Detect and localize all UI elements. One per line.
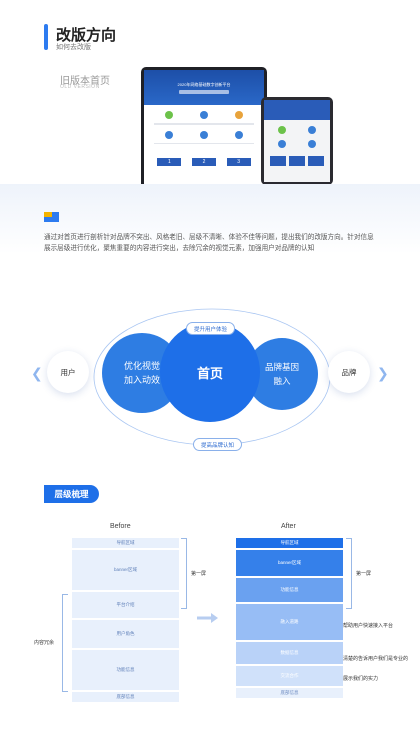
- circle-text: 加入动效: [123, 375, 160, 385]
- title-accent-bar: [44, 24, 48, 50]
- feature-icon: [234, 111, 243, 119]
- old-feature-row: [144, 105, 264, 119]
- number-box: 3: [226, 158, 251, 166]
- arrow-right-icon: [197, 613, 218, 623]
- number-box: [308, 156, 324, 166]
- old-number-boxes: 1 2 3: [144, 144, 264, 166]
- section-tag: 层级梳理: [44, 485, 99, 503]
- old-banner: 2020年网络基础数字创新平台: [144, 70, 264, 105]
- chevron-left-icon[interactable]: ❮: [31, 365, 43, 381]
- before-brace-label: 第一屏: [191, 571, 207, 577]
- laptop-screen: 2020年网络基础数字创新平台 1 2 3: [144, 70, 264, 185]
- tablet-blocks: [264, 154, 330, 168]
- feature-icon: [199, 130, 208, 139]
- number-box: 2: [191, 158, 216, 166]
- pill-improve-ux: 提升用户体验: [186, 322, 236, 335]
- before-block: 功能信息: [72, 650, 179, 690]
- before-block: 用户角色: [72, 620, 179, 648]
- feature-icon: [165, 111, 174, 119]
- circle-text: 品牌基因: [264, 362, 299, 372]
- after-block: 数据信息: [236, 642, 343, 664]
- tablet-banner: [264, 100, 330, 120]
- feature-icon: [199, 111, 208, 119]
- after-stack: 导航区域 banner区域 功能信息 融入道路 数据信息 交流合作 底部信息: [236, 538, 343, 700]
- after-block: 功能信息: [236, 578, 343, 602]
- after-brace-label: 第一屏: [356, 571, 372, 577]
- old-banner-search: [179, 90, 229, 94]
- circle-text: 首页: [196, 365, 223, 381]
- before-left-label: 内容冗余: [34, 640, 55, 646]
- after-brace: [346, 538, 352, 609]
- after-note-3: 展示我们的实力: [343, 676, 379, 682]
- user-node: 用户: [47, 351, 89, 393]
- homepage-circle: 首页: [160, 322, 260, 422]
- old-banner-title: 2020年网络基础数字创新平台: [177, 82, 231, 87]
- divider: [154, 142, 254, 144]
- description-text: 通过对首页进行剖析针对品牌不突出、风格老旧、层级不清晰、体验不佳等问题，提出我们…: [44, 234, 374, 252]
- feature-icon: [165, 130, 174, 139]
- page-subtitle: 如何去改版: [56, 44, 91, 51]
- before-block: 导航区域: [72, 538, 179, 548]
- feature-icon: [308, 126, 316, 134]
- circle-text: 优化视觉: [123, 361, 160, 371]
- old-feature-row: [144, 125, 264, 139]
- page-title: 改版方向: [56, 27, 117, 44]
- after-block: 底部信息: [236, 688, 343, 698]
- after-note-2: 清楚的告诉用户我们是专业的: [343, 656, 409, 662]
- feature-icon: [308, 140, 316, 148]
- tablet-icon-grid: [264, 120, 330, 154]
- after-block: 融入道路: [236, 604, 343, 640]
- after-block: 导航区域: [236, 538, 343, 548]
- old-version-sublabel: OLD VERSION: [60, 84, 100, 90]
- before-stack: 导航区域 banner区域 平台介绍 用户角色 功能信息 底部信息: [72, 538, 179, 704]
- before-left-brace: [62, 594, 68, 692]
- before-title: Before: [110, 523, 131, 530]
- laptop-mockup: 2020年网络基础数字创新平台 1 2 3: [141, 67, 267, 185]
- gradient-band: [0, 184, 420, 254]
- feature-icon: [278, 126, 286, 134]
- after-block: 交流合作: [236, 666, 343, 686]
- after-block: banner区域: [236, 550, 343, 576]
- before-block: 平台介绍: [72, 592, 179, 618]
- divider: [154, 123, 254, 125]
- before-brace: [181, 538, 187, 609]
- flag-icon: [44, 212, 59, 222]
- circle-text: 融入: [273, 376, 291, 386]
- chevron-right-icon[interactable]: ❯: [377, 365, 389, 381]
- brand-node: 品牌: [328, 351, 370, 393]
- number-box: [270, 156, 286, 166]
- after-title: After: [281, 523, 296, 530]
- node-text: 用户: [60, 367, 76, 377]
- pill-brand-awareness: 提高品牌认知: [193, 438, 243, 451]
- after-note-1: 帮助用户快速接入平台: [343, 623, 394, 629]
- feature-icon: [278, 140, 286, 148]
- before-block: banner区域: [72, 550, 179, 590]
- before-block: 底部信息: [72, 692, 179, 702]
- tablet-mockup: [261, 97, 333, 185]
- node-text: 品牌: [341, 367, 357, 377]
- number-box: 1: [157, 158, 182, 166]
- number-box: [289, 156, 305, 166]
- feature-icon: [234, 130, 243, 139]
- old-version-label: 旧版本首页: [60, 76, 110, 87]
- tablet-screen: [264, 100, 330, 182]
